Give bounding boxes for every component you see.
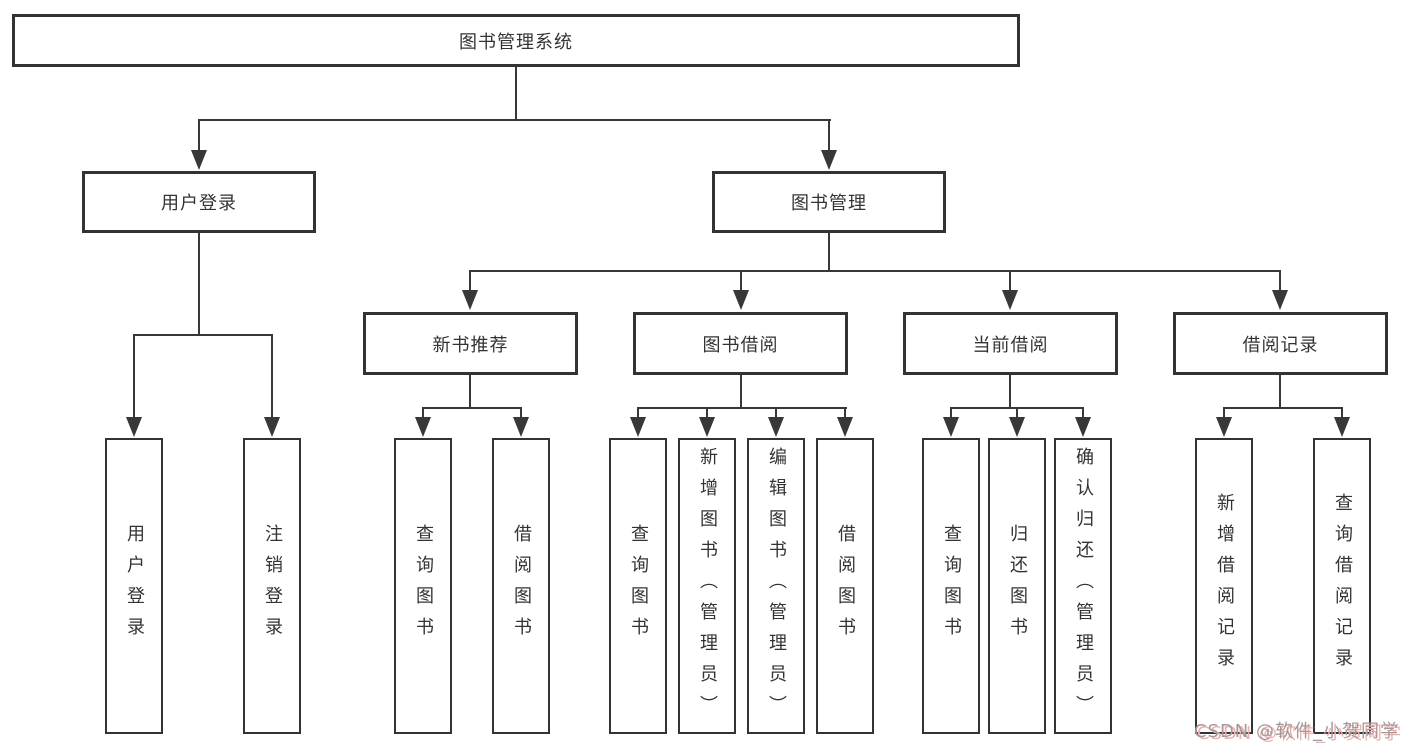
arrow-down-icon <box>462 290 478 310</box>
leaf-borrow-query-books: 查询图书 <box>609 438 667 734</box>
connector-drop <box>271 335 273 419</box>
connector-stub <box>1279 375 1281 409</box>
connector-drop <box>706 408 708 419</box>
leaf-edit-books-admin: 编辑图书（管理员） <box>747 438 805 734</box>
connector-user-login-stub <box>198 233 200 336</box>
node-user-login-label: 用户登录 <box>161 193 237 214</box>
connector-drop <box>1009 271 1011 292</box>
leaf-logout-label: 注销登录 <box>262 524 283 648</box>
connector-book-mgmt-drop <box>828 120 830 152</box>
arrow-down-icon <box>821 150 837 170</box>
connector-drop <box>950 408 952 419</box>
connector-level2-rail <box>198 119 831 121</box>
node-borrow-records-label: 借阅记录 <box>1242 334 1319 356</box>
connector-stub <box>740 375 742 409</box>
connector-drop <box>469 271 471 292</box>
leaf-add-books-admin-label: 新增图书（管理员） <box>697 446 718 726</box>
node-book-borrow: 图书借阅 <box>633 312 848 375</box>
arrow-down-icon <box>1009 417 1025 437</box>
arrow-down-icon <box>1334 417 1350 437</box>
node-current-borrow: 当前借阅 <box>903 312 1118 375</box>
leaf-recommend-borrow-books: 借阅图书 <box>492 438 550 734</box>
connector-rail <box>1223 407 1343 409</box>
connector-level3-rail <box>469 270 1281 272</box>
arrow-down-icon <box>1002 290 1018 310</box>
node-user-login: 用户登录 <box>82 171 316 233</box>
connector-drop <box>133 335 135 419</box>
arrow-down-icon <box>415 417 431 437</box>
arrow-down-icon <box>1216 417 1232 437</box>
connector-rail <box>422 407 522 409</box>
node-current-borrow-label: 当前借阅 <box>972 334 1049 356</box>
connector-user-login-rail <box>133 334 273 336</box>
connector-drop <box>1279 271 1281 292</box>
csdn-watermark: CSDN @软件_小贺同学 <box>1193 721 1399 742</box>
leaf-user-login-label: 用户登录 <box>124 524 145 648</box>
leaf-query-borrow-record: 查询借阅记录 <box>1313 438 1371 734</box>
connector-drop <box>844 408 846 419</box>
node-root-label: 图书管理系统 <box>459 31 573 53</box>
leaf-current-query-books: 查询图书 <box>922 438 980 734</box>
node-root: 图书管理系统 <box>12 14 1020 67</box>
leaf-query-borrow-record-label: 查询借阅记录 <box>1332 493 1353 679</box>
leaf-confirm-return-admin-label: 确认归还（管理员） <box>1073 446 1094 726</box>
arrow-down-icon <box>699 417 715 437</box>
connector-stub <box>1009 375 1011 409</box>
arrow-down-icon <box>1075 417 1091 437</box>
node-book-borrow-label: 图书借阅 <box>702 334 779 356</box>
leaf-edit-books-admin-label: 编辑图书（管理员） <box>766 446 787 726</box>
leaf-return-books: 归还图书 <box>988 438 1046 734</box>
connector-drop <box>775 408 777 419</box>
connector-drop <box>1082 408 1084 419</box>
leaf-recommend-query-books-label: 查询图书 <box>413 524 434 648</box>
leaf-logout: 注销登录 <box>243 438 301 734</box>
leaf-add-borrow-record-label: 新增借阅记录 <box>1214 493 1235 679</box>
connector-drop <box>1223 408 1225 419</box>
connector-drop <box>637 408 639 419</box>
leaf-recommend-query-books: 查询图书 <box>394 438 452 734</box>
connector-drop <box>740 271 742 292</box>
connector-root-stub <box>515 66 517 120</box>
arrow-down-icon <box>943 417 959 437</box>
arrow-down-icon <box>630 417 646 437</box>
connector-book-mgmt-stub <box>828 233 830 272</box>
connector-stub <box>469 375 471 409</box>
arrow-down-icon <box>733 290 749 310</box>
leaf-add-borrow-record: 新增借阅记录 <box>1195 438 1253 734</box>
connector-rail <box>637 407 847 409</box>
arrow-down-icon <box>126 417 142 437</box>
node-book-management: 图书管理 <box>712 171 946 233</box>
leaf-confirm-return-admin: 确认归还（管理员） <box>1054 438 1112 734</box>
leaf-current-query-books-label: 查询图书 <box>941 524 962 648</box>
node-borrow-records: 借阅记录 <box>1173 312 1388 375</box>
node-new-book-recommend: 新书推荐 <box>363 312 578 375</box>
leaf-return-books-label: 归还图书 <box>1007 524 1028 648</box>
leaf-recommend-borrow-books-label: 借阅图书 <box>511 524 532 648</box>
connector-user-login-drop <box>198 120 200 152</box>
leaf-borrow-query-books-label: 查询图书 <box>628 524 649 648</box>
node-book-management-label: 图书管理 <box>791 193 867 214</box>
connector-drop <box>1016 408 1018 419</box>
connector-drop <box>1341 408 1343 419</box>
arrow-down-icon <box>768 417 784 437</box>
connector-drop <box>520 408 522 419</box>
leaf-borrow-books-label: 借阅图书 <box>835 524 856 648</box>
arrow-down-icon <box>1272 290 1288 310</box>
leaf-add-books-admin: 新增图书（管理员） <box>678 438 736 734</box>
arrow-down-icon <box>513 417 529 437</box>
leaf-borrow-books: 借阅图书 <box>816 438 874 734</box>
leaf-user-login: 用户登录 <box>105 438 163 734</box>
arrow-down-icon <box>837 417 853 437</box>
connector-drop <box>422 408 424 419</box>
arrow-down-icon <box>264 417 280 437</box>
node-new-book-recommend-label: 新书推荐 <box>432 334 509 356</box>
arrow-down-icon <box>191 150 207 170</box>
